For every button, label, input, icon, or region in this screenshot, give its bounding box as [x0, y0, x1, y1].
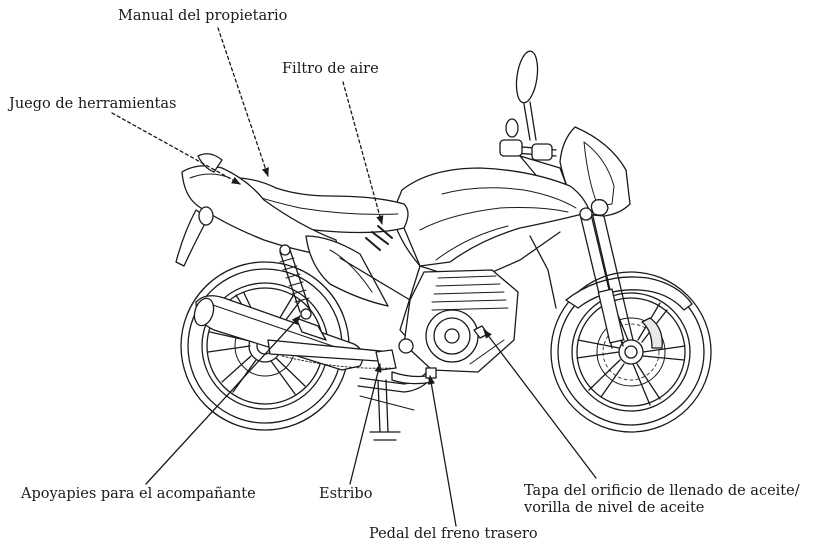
leader-passenger-footpegs	[145, 315, 301, 485]
label-rear-brake-pedal: Pedal del freno trasero	[369, 526, 538, 542]
side-cover	[305, 235, 389, 307]
side-stand	[359, 379, 415, 441]
label-tool-kit: Juego de herramientas	[9, 96, 177, 112]
label-owners-manual: Manual del propietario	[118, 8, 288, 24]
leader-oil-cap	[483, 329, 597, 479]
front-forks	[579, 207, 634, 349]
leader-stand	[349, 363, 382, 485]
label-passenger-footpegs: Apoyapies para el acompañante	[21, 486, 256, 502]
label-air-filter: Filtro de aire	[282, 61, 379, 77]
fuel-tank	[391, 167, 591, 267]
leader-tool-kit	[111, 112, 241, 185]
passenger-footpeg	[295, 317, 327, 341]
label-stand: Estribo	[319, 486, 373, 502]
callout-leaders	[111, 27, 597, 527]
rear-shock	[279, 244, 312, 320]
label-oil-cap-line2: vorilla de nivel de aceite	[524, 500, 705, 516]
leader-air-filter	[342, 81, 384, 225]
label-oil-cap: Tapa del orificio de llenado de aceite/ …	[524, 483, 800, 517]
label-oil-cap-line1: Tapa del orificio de llenado de aceite/	[524, 483, 800, 499]
engine	[357, 269, 519, 393]
leader-owners-manual	[217, 27, 269, 177]
motorcycle-illustration	[175, 50, 712, 441]
handlebar-mirror	[499, 50, 567, 185]
leader-rear-brake	[427, 375, 457, 527]
